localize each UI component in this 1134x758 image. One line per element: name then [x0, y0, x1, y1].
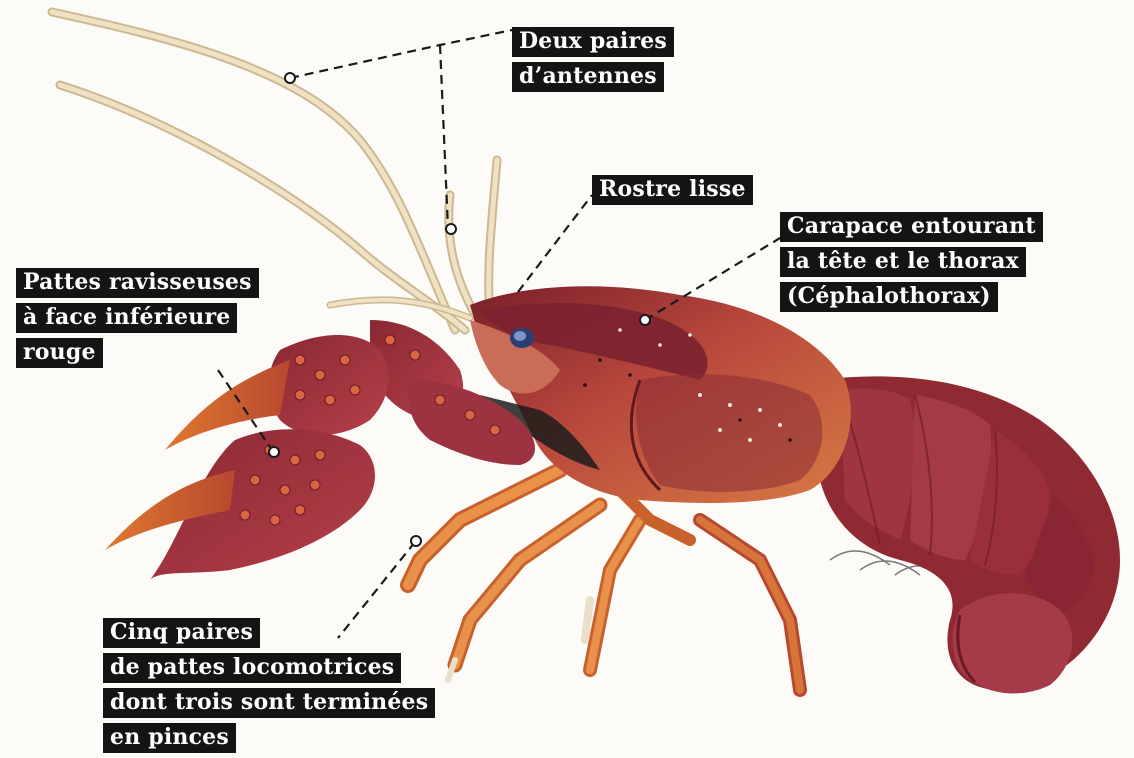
leader-rostrum [518, 195, 592, 292]
label-walking-legs-line-2: de pattes locomotrices [103, 653, 401, 683]
label-walking-legs: Cinq paires de pattes locomotrices dont … [103, 618, 435, 753]
label-rostrum: Rostre lisse [592, 175, 753, 205]
label-raptorial-legs-line-2: à face inférieure [16, 303, 237, 333]
carapace [470, 286, 851, 503]
label-walking-legs-line-1: Cinq paires [103, 618, 260, 648]
walking-legs [408, 470, 800, 690]
label-antennae: Deux paires d’antennes [512, 27, 674, 92]
label-raptorial-legs-line-1: Pattes ravisseuses [16, 268, 259, 298]
label-antennae-line-2: d’antennes [512, 62, 664, 92]
label-carapace: Carapace entourant la tête et le thorax … [780, 212, 1043, 312]
label-raptorial-legs: Pattes ravisseuses à face inférieure rou… [16, 268, 259, 368]
label-carapace-line-1: Carapace entourant [780, 212, 1043, 242]
label-carapace-line-3: (Céphalothorax) [780, 282, 998, 312]
label-rostrum-line-1: Rostre lisse [592, 175, 753, 205]
label-raptorial-legs-line-3: rouge [16, 338, 103, 368]
label-carapace-line-2: la tête et le thorax [780, 247, 1026, 277]
label-antennae-line-1: Deux paires [512, 27, 674, 57]
label-walking-legs-line-4: en pinces [103, 723, 236, 753]
label-walking-legs-line-3: dont trois sont terminées [103, 688, 435, 718]
abdomen [820, 376, 1120, 693]
